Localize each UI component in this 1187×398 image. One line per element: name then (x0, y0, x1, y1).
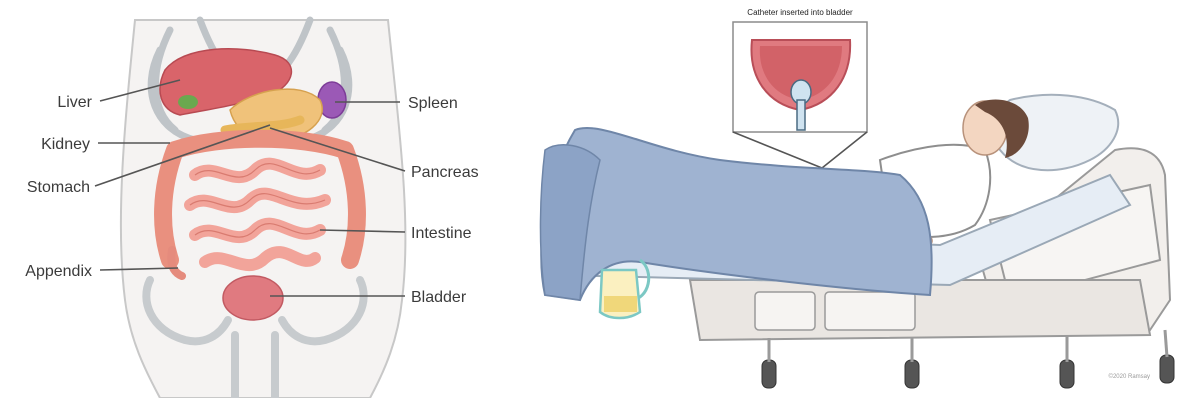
anatomy-diagram: Liver Kidney Stomach Appendix Spleen Pan… (25, 20, 478, 398)
inset-pointer-right (822, 132, 867, 168)
label-stomach: Stomach (27, 179, 90, 196)
label-liver: Liver (57, 94, 92, 111)
label-bladder: Bladder (411, 289, 467, 306)
catheter-illustration: Catheter inserted into bladder (540, 8, 1174, 388)
gallbladder (178, 95, 198, 109)
label-appendix: Appendix (25, 263, 92, 280)
inset-caption: Catheter inserted into bladder (747, 8, 853, 17)
drainage-bag-urine (604, 296, 637, 312)
label-intestine: Intestine (411, 225, 472, 242)
label-pancreas: Pancreas (411, 164, 479, 181)
bed-side-panel (755, 292, 815, 330)
bed-wheels (762, 355, 1174, 388)
bladder (223, 276, 283, 320)
label-kidney: Kidney (41, 136, 90, 153)
label-spleen: Spleen (408, 95, 458, 112)
bed-side-panel-2 (825, 292, 915, 330)
image-credit: ©2020 Ramsay (1109, 373, 1150, 380)
catheter-tube-inset (797, 100, 805, 130)
